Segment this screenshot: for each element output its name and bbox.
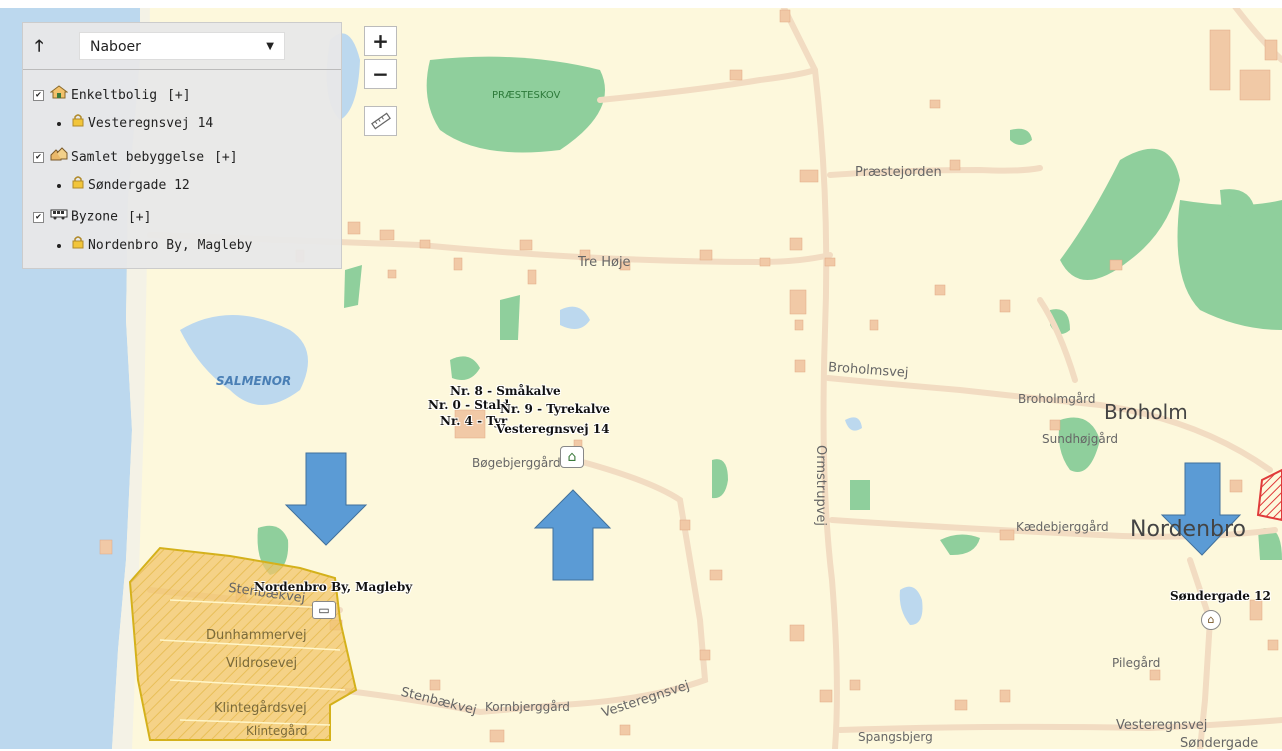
marker-label-tyr[interactable]: Nr. 4 - Tyr bbox=[440, 414, 508, 428]
ruler-icon[interactable] bbox=[364, 106, 397, 136]
layer-row-byzone: ✔ Byzone [+] bbox=[33, 207, 151, 227]
bus-icon bbox=[50, 207, 68, 227]
layer-select[interactable]: Naboer ▼ bbox=[79, 32, 285, 60]
marker-label-vesteregnsvej-14[interactable]: Vesteregnsvej 14 bbox=[496, 422, 610, 436]
bullet-dot bbox=[57, 183, 61, 188]
layer-expand-byzone[interactable]: [+] bbox=[127, 209, 152, 225]
label-dunhammervej: Dunhammervej bbox=[206, 628, 307, 643]
layer-checkbox-enkeltbolig[interactable]: ✔ bbox=[33, 90, 44, 101]
layer-label-enkeltbolig: Enkeltbolig bbox=[71, 88, 158, 103]
label-vildrosevej: Vildrosevej bbox=[226, 656, 298, 671]
layer-checkbox-byzone[interactable]: ✔ bbox=[33, 211, 44, 223]
label-kaedebjerggard: Kædebjerggård bbox=[1016, 520, 1109, 534]
lock-icon bbox=[71, 113, 85, 134]
label-broholmgard: Broholmgård bbox=[1018, 392, 1096, 406]
salmenor-lake bbox=[180, 315, 308, 405]
arrow-up-center bbox=[533, 489, 612, 581]
houses-marker-icon[interactable]: ⌂ bbox=[1201, 610, 1221, 630]
label-kornbjerggard: Kornbjerggård bbox=[485, 700, 570, 714]
marker-label-tyrekalve[interactable]: Nr. 9 - Tyrekalve bbox=[500, 402, 611, 416]
layer-item-vesteregnsvej[interactable]: Vesteregnsvej 14 bbox=[88, 116, 214, 131]
marker-label-nordenbro-by[interactable]: Nordenbro By, Magleby bbox=[254, 580, 413, 594]
arrow-up-icon[interactable]: 🡑 bbox=[35, 36, 44, 55]
layer-expand-enkeltbolig[interactable]: [+] bbox=[167, 88, 191, 103]
label-spangsbjerg: Spangsbjerg bbox=[858, 730, 933, 744]
label-pilegard: Pilegård bbox=[1112, 656, 1161, 670]
layer-panel: 🡑 Naboer ▼ ✔ Enkeltbolig [+] Vesteregnsvej… bbox=[22, 22, 342, 269]
bullet-dot bbox=[57, 243, 61, 248]
arrow-down-left bbox=[284, 452, 368, 546]
house-marker-icon[interactable]: ⌂ bbox=[560, 446, 584, 468]
lock-icon bbox=[71, 175, 85, 196]
marker-label-sondergade-12[interactable]: Søndergade 12 bbox=[1170, 589, 1271, 603]
house-icon bbox=[49, 85, 69, 106]
bullet-dot bbox=[57, 121, 61, 126]
label-tre-hoje: Tre Høje bbox=[578, 255, 631, 270]
layer-select-value: Naboer bbox=[90, 39, 141, 55]
layer-row-samlet-bebyggelse: ✔ Samlet bebyggelse [+] bbox=[33, 147, 238, 167]
panel-header: 🡑 Naboer ▼ bbox=[23, 23, 341, 70]
bus-marker-icon[interactable]: ▭ bbox=[312, 601, 336, 619]
label-salmenor: SALMENOR bbox=[216, 374, 292, 388]
layer-item-sondergade[interactable]: Søndergade 12 bbox=[88, 178, 190, 193]
label-bogebjerggard: Bøgebjerggård bbox=[472, 456, 561, 470]
layer-row-enkeltbolig: ✔ Enkeltbolig [+] bbox=[33, 85, 191, 105]
lock-icon bbox=[71, 235, 85, 256]
arrow-down-right bbox=[1160, 462, 1242, 556]
layer-item-row: Nordenbro By, Magleby bbox=[33, 235, 252, 255]
label-klintegardsvej: Klintegårdsvej bbox=[214, 701, 307, 716]
label-praestejorden: Præstejorden bbox=[855, 165, 942, 180]
houses-icon bbox=[50, 147, 68, 168]
zoom-in-button[interactable]: + bbox=[364, 26, 397, 56]
label-ormstrupvej: Ormstrupvej bbox=[813, 444, 829, 527]
praesteskov-forest bbox=[426, 56, 605, 153]
label-praesteskov: PRÆSTESKOV bbox=[492, 90, 561, 101]
layer-item-row: Søndergade 12 bbox=[33, 175, 190, 195]
layer-expand-samlet-bebyggelse[interactable]: [+] bbox=[214, 150, 238, 165]
red-zone-area bbox=[1256, 468, 1282, 522]
layer-item-nordenbro-by[interactable]: Nordenbro By, Magleby bbox=[88, 238, 253, 253]
label-broholm: Broholm bbox=[1104, 400, 1188, 424]
marker-label-stald[interactable]: Nr. 0 - Stald bbox=[428, 398, 510, 412]
layer-label-byzone: Byzone bbox=[71, 209, 118, 225]
caret-down-icon: ▼ bbox=[266, 41, 274, 52]
marker-label-smaakalve[interactable]: Nr. 8 - Småkalve bbox=[450, 384, 561, 398]
layer-checkbox-samlet-bebyggelse[interactable]: ✔ bbox=[33, 152, 44, 163]
label-sondergade: Søndergade bbox=[1180, 736, 1259, 751]
layer-item-row: Vesteregnsvej 14 bbox=[33, 113, 213, 133]
label-klintegard: Klintegård bbox=[246, 724, 308, 738]
label-nordenbro: Nordenbro bbox=[1130, 517, 1247, 542]
label-sundhojgard: Sundhøjgård bbox=[1042, 432, 1119, 446]
label-vesteregnsvej-east: Vesteregnsvej bbox=[1116, 718, 1208, 733]
zoom-out-button[interactable]: − bbox=[364, 59, 397, 89]
layer-label-samlet-bebyggelse: Samlet bebyggelse bbox=[71, 150, 205, 165]
